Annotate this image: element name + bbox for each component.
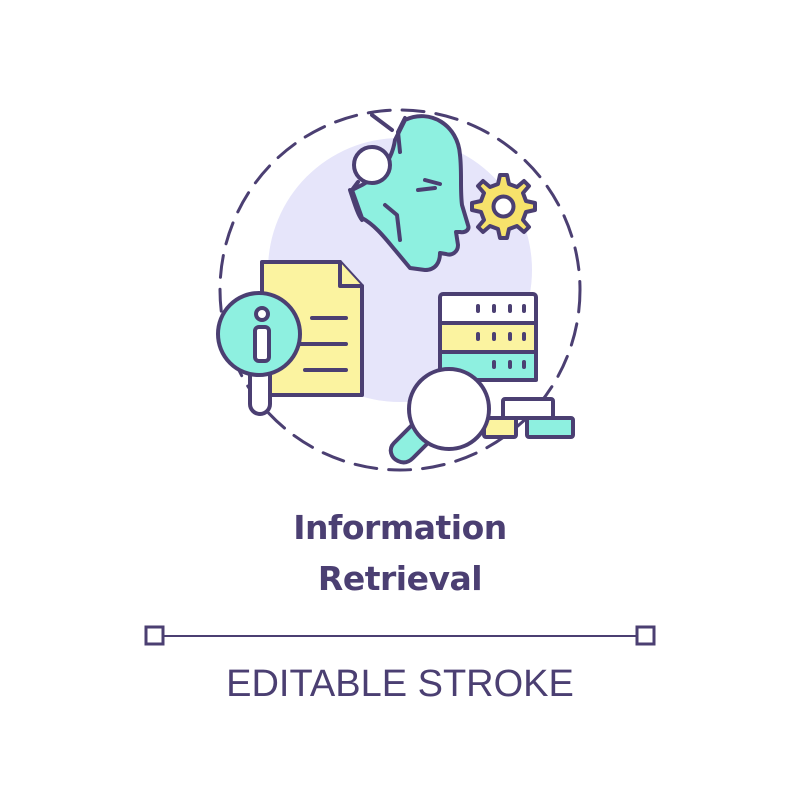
title-line-2: Retrieval	[317, 559, 483, 598]
steps-icon	[482, 397, 575, 439]
magnifier-icon	[388, 367, 491, 465]
info-magnifier-icon	[216, 291, 302, 416]
database-icon	[438, 292, 538, 382]
dashed-circle	[218, 108, 582, 472]
editable-stroke-caption: EDITABLE STROKE	[226, 663, 574, 705]
robot-head-icon	[348, 113, 471, 272]
gear-icon	[470, 173, 537, 240]
title-line-1: Information	[293, 508, 507, 547]
